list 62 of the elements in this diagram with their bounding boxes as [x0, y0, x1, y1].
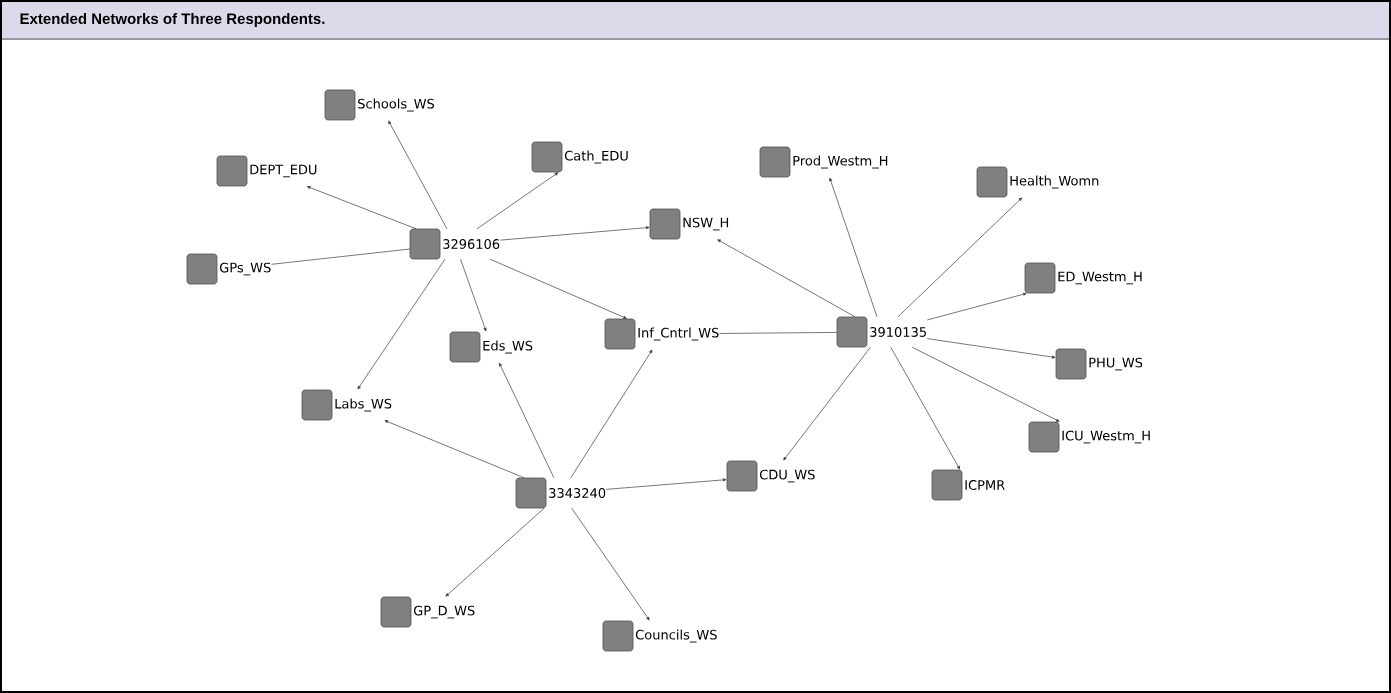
arrow	[571, 507, 650, 621]
arrow	[890, 346, 960, 470]
node-label: ICPMR	[965, 480, 1005, 490]
node-label: Councils_WS	[635, 629, 717, 643]
node-label: ICU_Westm_H	[1062, 430, 1150, 444]
node-label: Labs_WS	[335, 398, 392, 412]
node-label: GP_D_WS	[413, 605, 475, 619]
network-node: Labs_WS	[301, 389, 392, 421]
network-node: Councils_WS	[602, 620, 717, 652]
network-node: CDU_WS	[726, 460, 815, 492]
arrow	[498, 362, 555, 479]
network-node: ICU_Westm_H	[1028, 421, 1150, 453]
node-label: Health_Womn	[1010, 175, 1099, 189]
arrow	[460, 258, 487, 332]
network-node: Cath_EDU	[531, 141, 628, 173]
node-label: Prod_Westm_H	[793, 155, 888, 169]
node-label: GPs_WS	[219, 262, 271, 276]
node-label: 3296106	[443, 239, 500, 249]
arrow	[357, 258, 446, 390]
network-node: GPs_WS	[186, 253, 271, 285]
arrow	[897, 197, 1023, 318]
network-node: Schools_WS	[324, 89, 435, 121]
node-label: CDU_WS	[759, 469, 815, 483]
network-node: 3296106	[409, 228, 500, 260]
arrow	[605, 478, 727, 490]
node-label: ED_Westm_H	[1058, 271, 1142, 285]
network-node: DEPT_EDU	[216, 155, 317, 187]
node-label: 3343240	[549, 488, 606, 498]
network-node: 3910135	[836, 316, 926, 348]
network-node: 3343240	[515, 477, 606, 509]
network-node: Inf_Cntrl_WS	[604, 318, 719, 350]
network-node: GP_D_WS	[380, 596, 475, 628]
arrow	[499, 226, 650, 241]
node-label: NSW_H	[683, 217, 729, 231]
arrow	[489, 258, 627, 319]
arrow	[829, 177, 878, 318]
node-label: Schools_WS	[358, 98, 435, 112]
node-label: PHU_WS	[1089, 357, 1143, 371]
network-node: PHU_WS	[1055, 348, 1143, 380]
arrow	[570, 349, 653, 479]
arrow	[306, 186, 417, 230]
arrow	[783, 346, 871, 461]
arrow	[926, 292, 1027, 321]
title: Extended Networks of Three Respondents.	[20, 13, 325, 27]
arrow	[388, 120, 448, 230]
network-node: NSW_H	[649, 208, 729, 240]
node-label: Cath_EDU	[564, 150, 628, 164]
node-label: Eds_WS	[483, 340, 533, 354]
node-label: DEPT_EDU	[250, 164, 317, 178]
arrow	[911, 346, 1060, 422]
arrow	[926, 338, 1056, 359]
node-label: Inf_Cntrl_WS	[638, 327, 719, 341]
network-node: ICPMR	[931, 469, 1005, 501]
network-node: Health_Womn	[976, 166, 1099, 198]
arrow	[476, 172, 559, 230]
node-label: 3910135	[870, 327, 926, 337]
network-node: Prod_Westm_H	[759, 146, 888, 178]
arrow	[717, 239, 856, 318]
arrow	[445, 507, 545, 597]
arrow	[384, 420, 525, 479]
network-node: Eds_WS	[449, 331, 533, 363]
network-node: ED_Westm_H	[1024, 262, 1142, 294]
